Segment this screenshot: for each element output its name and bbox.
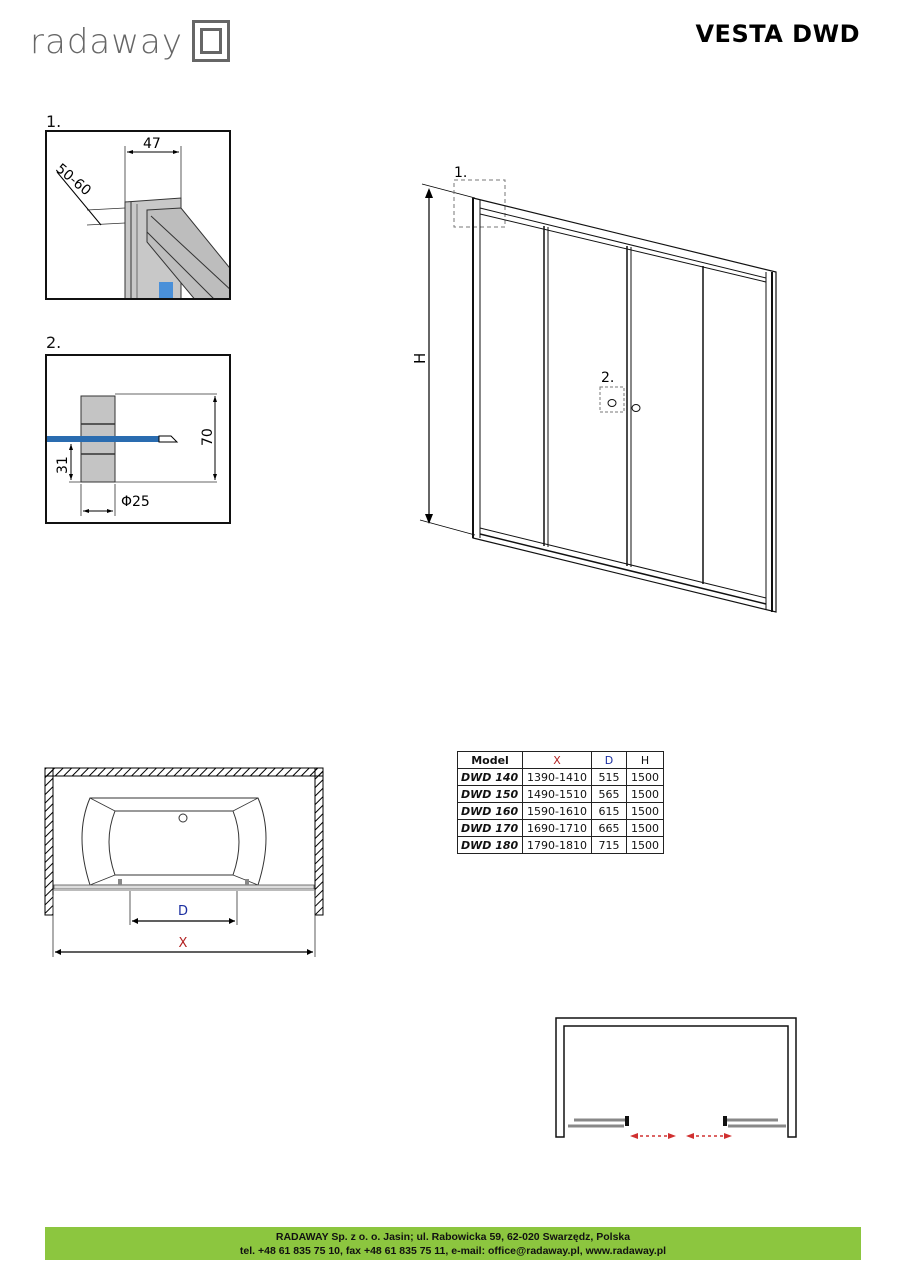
callout2-label: 2. [601, 370, 614, 386]
dim-height-text: 70 [200, 428, 216, 446]
detail2-drawing: 70 31 Φ25 [47, 393, 217, 516]
table-row: DWD 170 1690-1710 665 1500 [457, 819, 664, 837]
col-d: D [591, 751, 627, 769]
d-dimension-label: D [178, 904, 188, 919]
company-footer: RADAWAY Sp. z o. o. Jasin; ul. Rabowicka… [45, 1227, 861, 1260]
dim-range-text: 50-60 [52, 161, 93, 199]
spec-table: Model X D H DWD 140 1390-1410 515 1500 D… [457, 751, 664, 854]
brand-logo-icon [192, 20, 230, 62]
height-label: H [411, 353, 429, 364]
col-x: X [522, 751, 592, 769]
footer-contact: tel. +48 61 835 75 10, fax +48 61 835 75… [239, 1245, 667, 1257]
table-row: DWD 150 1490-1510 565 1500 [457, 785, 664, 803]
table-row: DWD 140 1390-1410 515 1500 [457, 768, 664, 786]
sliding-door-schematic [555, 1017, 797, 1139]
product-title: VESTA DWD [695, 20, 860, 48]
detail2-label: 2. [46, 333, 62, 352]
callout1-label: 1. [454, 165, 467, 181]
table-row: DWD 160 1590-1610 615 1500 [457, 802, 664, 820]
plan-view-bathtub: D X [44, 767, 324, 957]
dim-width-text: 47 [143, 136, 161, 152]
spec-table-header: Model X D H [457, 751, 664, 769]
main-isometric-view: H 1. 2. [411, 165, 777, 613]
table-row: DWD 180 1790-1810 715 1500 [457, 836, 664, 854]
brand-logo-text: radaway [30, 22, 183, 62]
col-h: H [626, 751, 664, 769]
dim-offset-text: 31 [55, 456, 71, 474]
detail2-handle-profile: 70 31 Φ25 [45, 354, 231, 524]
detail1-drawing: 47 50-60 [52, 136, 229, 298]
detail1-frame-profile: 47 50-60 [45, 130, 231, 300]
dim-diameter-text: Φ25 [121, 494, 150, 510]
detail1-label: 1. [46, 112, 62, 131]
x-dimension-label: X [179, 936, 188, 951]
footer-address: RADAWAY Sp. z o. o. Jasin; ul. Rabowicka… [275, 1231, 631, 1243]
col-model: Model [457, 751, 523, 769]
